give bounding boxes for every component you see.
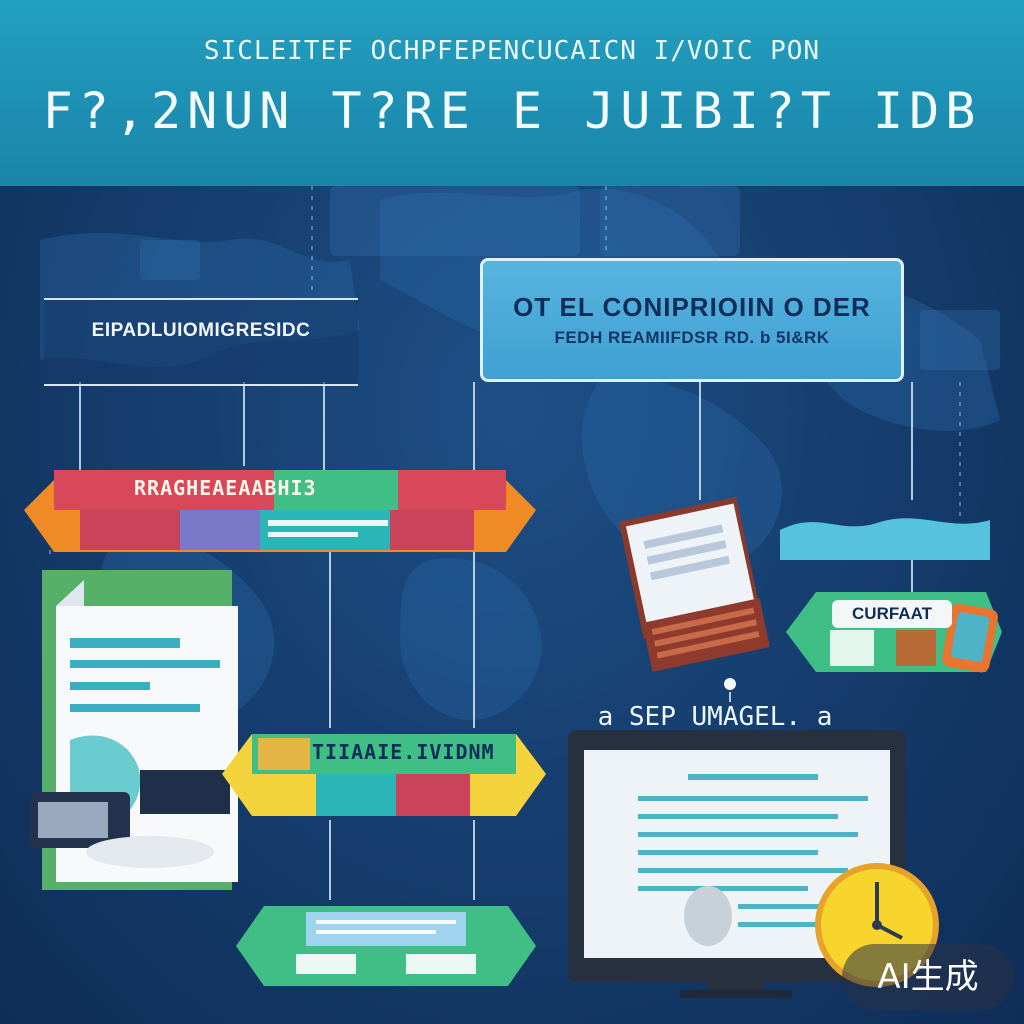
left-label: EIPADLUIOMIGRESIDC xyxy=(91,320,311,341)
bottom-banner-node xyxy=(236,906,536,986)
right-label-line2: FEDH REAMIIFDSR RD. b 5I&RK xyxy=(554,328,830,347)
left-label-box xyxy=(44,298,358,386)
top-banner-node xyxy=(24,470,536,552)
middle-banner-label: TIIAAIE.IVIDNM xyxy=(312,740,495,764)
right-ribbon xyxy=(780,518,990,560)
header-band xyxy=(0,0,1024,186)
connector-dot xyxy=(724,678,736,690)
cube-label: CURFAAT xyxy=(832,600,952,628)
right-label-line1: OT EL CONIPRIOIIN O DER xyxy=(513,292,871,322)
middle-banner-node xyxy=(222,734,546,816)
right-label-box xyxy=(480,258,904,382)
header-subtitle: SICLEITEF OCHPFEPENCUCAICN I/VOIC PON xyxy=(203,36,821,66)
top-banner-label: RRAGHEAEAABHI3 xyxy=(134,476,317,500)
ai-generated-watermark: AI生成 xyxy=(842,944,1014,1010)
header-title: F?,2NUN T?RE E JUIBI?T IDB xyxy=(42,82,982,140)
tablet-icon xyxy=(618,496,770,672)
bottom-right-label: a SEP UMAGEL. a xyxy=(597,702,833,732)
document-icon xyxy=(30,570,238,890)
